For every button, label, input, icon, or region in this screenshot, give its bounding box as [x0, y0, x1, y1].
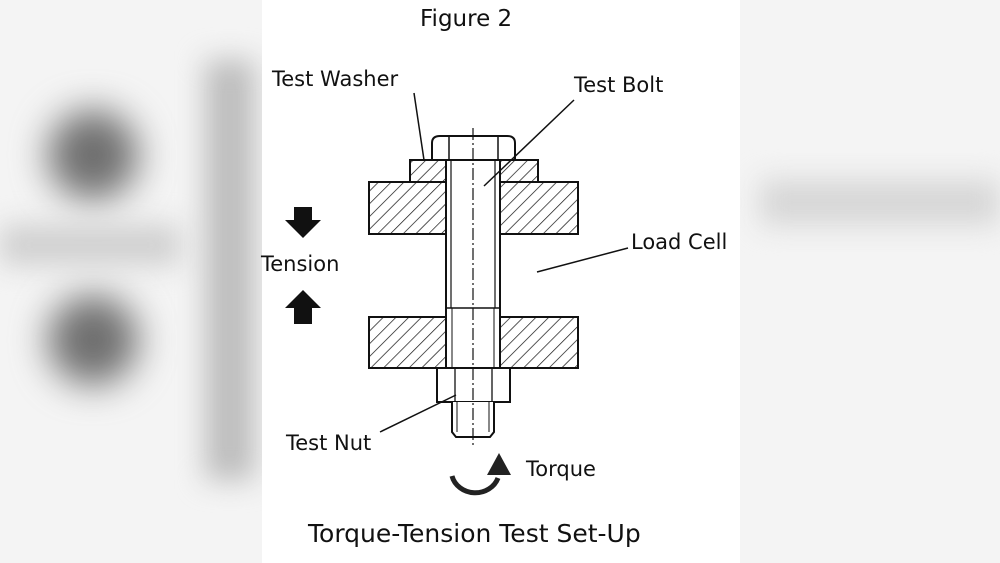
leader-test-washer: [413, 92, 425, 161]
background-blur-shape: [0, 225, 180, 265]
background-blur-shape: [205, 60, 255, 480]
label-load-cell: Load Cell: [631, 230, 728, 254]
lower-plate: [368, 316, 579, 369]
background-blur-shape: [760, 180, 1000, 225]
label-test-washer: Test Washer: [272, 67, 399, 91]
label-tension: Tension: [261, 252, 340, 276]
label-torque: Torque: [526, 457, 596, 481]
background-blur-shape: [48, 295, 138, 385]
arrow-up-icon: [285, 290, 321, 324]
label-test-bolt: Test Bolt: [574, 73, 664, 97]
rotate-arrow-icon: [449, 453, 511, 496]
arrow-down-icon: [285, 207, 321, 238]
figure-title: Figure 2: [420, 6, 513, 32]
figure-caption: Torque-Tension Test Set-Up: [308, 519, 641, 548]
leader-test-bolt: [483, 99, 575, 187]
label-test-nut: Test Nut: [286, 431, 372, 455]
leader-load-cell: [536, 247, 629, 273]
background-blur-shape: [48, 110, 138, 200]
leader-test-nut: [379, 394, 457, 433]
